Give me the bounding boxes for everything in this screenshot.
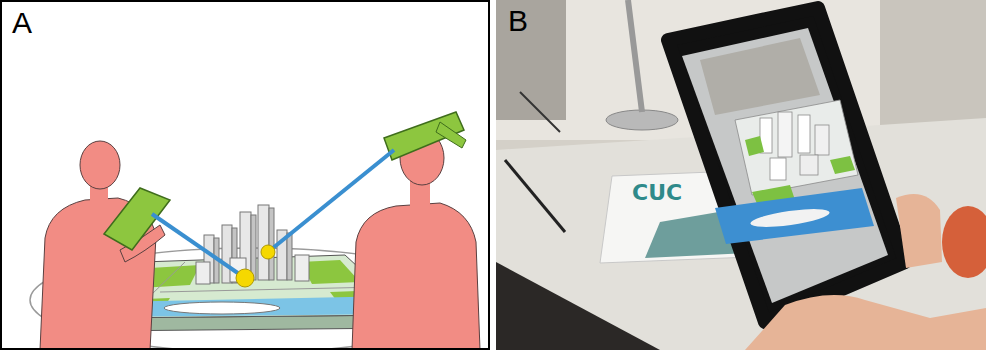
display-strap (436, 122, 466, 148)
ship-model (749, 206, 830, 231)
camera-view (700, 38, 820, 115)
building (800, 155, 818, 175)
tablet-screen (682, 28, 888, 303)
sight-line (268, 150, 394, 252)
photo-background (496, 0, 986, 350)
building (295, 255, 309, 281)
focus-point (236, 269, 254, 287)
focus-point (261, 245, 275, 259)
panel-letter: A (12, 6, 32, 40)
sight-line (152, 214, 245, 278)
virtual-city (735, 100, 858, 195)
tablet-frame (668, 8, 905, 322)
building (770, 158, 786, 180)
building (798, 115, 810, 153)
road-line (150, 262, 185, 296)
person-body (352, 203, 480, 350)
building-cluster (196, 205, 309, 284)
park-area (745, 136, 764, 156)
lamp-base (606, 110, 678, 130)
pen (505, 160, 565, 232)
road-line (160, 287, 380, 292)
building (269, 208, 274, 280)
floor-shadow (496, 262, 660, 350)
figure-panel: A (0, 0, 490, 350)
city-block (735, 100, 858, 195)
logo-text: CUC (632, 180, 682, 205)
building (287, 233, 292, 280)
panel-background (0, 0, 490, 350)
water-band (715, 188, 874, 244)
building (258, 205, 269, 280)
hand (745, 295, 986, 350)
building (196, 262, 210, 284)
building (815, 125, 829, 155)
orange-object (942, 206, 986, 278)
ship-model (164, 302, 280, 314)
building (778, 112, 792, 157)
panel-letter: B (508, 4, 528, 38)
hand (896, 194, 942, 268)
lamp-arm (628, 0, 642, 112)
cable (520, 92, 560, 132)
building (251, 215, 256, 280)
park-area (830, 156, 855, 174)
figure-panel: B (496, 0, 986, 350)
person-head (80, 141, 120, 189)
